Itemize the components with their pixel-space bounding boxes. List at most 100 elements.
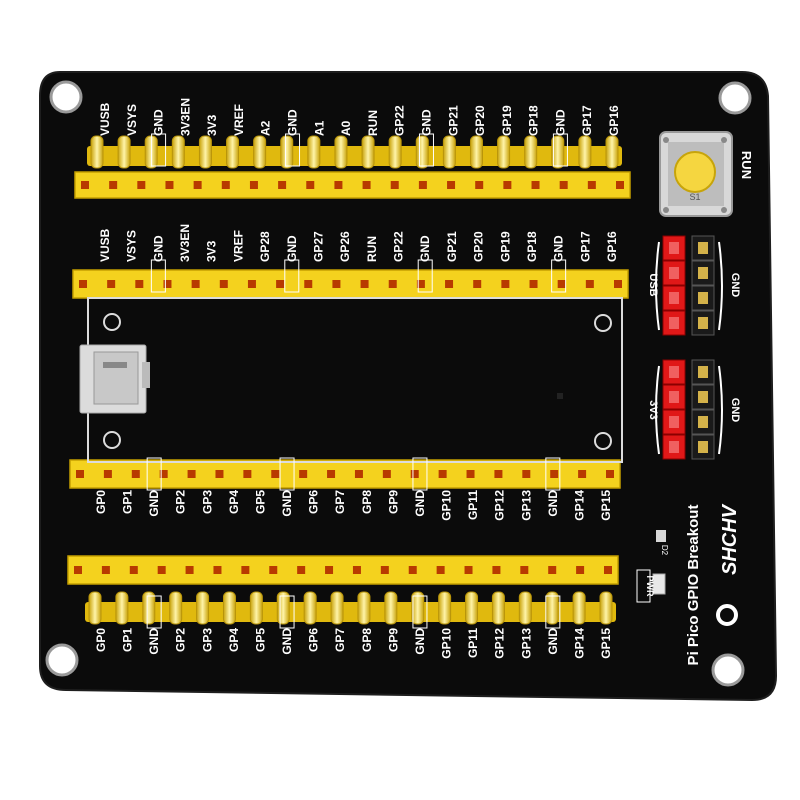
header-socket[interactable] bbox=[135, 280, 144, 288]
header-pin[interactable] bbox=[491, 591, 505, 625]
header-pin[interactable] bbox=[226, 135, 240, 169]
header-pin[interactable] bbox=[253, 135, 267, 169]
header-pin[interactable] bbox=[545, 591, 559, 625]
header-socket[interactable] bbox=[604, 566, 612, 574]
header-socket[interactable] bbox=[548, 566, 557, 574]
header-socket[interactable] bbox=[157, 566, 166, 574]
header-socket[interactable] bbox=[362, 181, 371, 189]
header-socket[interactable] bbox=[76, 470, 84, 478]
header-socket[interactable] bbox=[352, 566, 361, 574]
header-socket[interactable] bbox=[587, 181, 596, 189]
header-pin[interactable] bbox=[442, 135, 456, 169]
header-pin[interactable] bbox=[415, 135, 429, 169]
header-pin[interactable] bbox=[196, 591, 210, 625]
header-socket[interactable] bbox=[550, 470, 559, 478]
header-socket[interactable] bbox=[578, 470, 587, 478]
header-socket[interactable] bbox=[221, 181, 230, 189]
header-pin[interactable] bbox=[551, 135, 565, 169]
header-pin[interactable] bbox=[117, 135, 131, 169]
header-socket[interactable] bbox=[494, 470, 503, 478]
header-pin[interactable] bbox=[303, 591, 317, 625]
header-socket[interactable] bbox=[276, 280, 285, 288]
header-socket[interactable] bbox=[165, 181, 174, 189]
header-socket[interactable] bbox=[271, 470, 280, 478]
header-socket[interactable] bbox=[327, 470, 336, 478]
header-socket[interactable] bbox=[187, 470, 196, 478]
header-socket[interactable] bbox=[380, 566, 389, 574]
header-socket[interactable] bbox=[501, 280, 510, 288]
header-socket[interactable] bbox=[445, 280, 454, 288]
header-pin[interactable] bbox=[334, 135, 348, 169]
header-socket[interactable] bbox=[131, 470, 140, 478]
header-pin[interactable] bbox=[330, 591, 344, 625]
header-socket[interactable] bbox=[129, 566, 138, 574]
header-socket[interactable] bbox=[213, 566, 222, 574]
header-pin[interactable] bbox=[276, 591, 290, 625]
header-pin[interactable] bbox=[578, 135, 592, 169]
header-socket[interactable] bbox=[522, 470, 531, 478]
header-socket[interactable] bbox=[241, 566, 250, 574]
header-socket[interactable] bbox=[332, 280, 341, 288]
header-socket[interactable] bbox=[529, 280, 538, 288]
header-socket[interactable] bbox=[436, 566, 445, 574]
header-pin[interactable] bbox=[307, 135, 321, 169]
header-socket[interactable] bbox=[520, 566, 529, 574]
header-socket[interactable] bbox=[74, 566, 82, 574]
header-socket[interactable] bbox=[616, 181, 624, 189]
header-socket[interactable] bbox=[247, 280, 256, 288]
header-socket[interactable] bbox=[278, 181, 287, 189]
header-pin[interactable] bbox=[524, 135, 538, 169]
run-reset-button[interactable]: S1 RUN bbox=[659, 131, 754, 217]
header-socket[interactable] bbox=[185, 566, 194, 574]
header-socket[interactable] bbox=[492, 566, 501, 574]
header-socket[interactable] bbox=[360, 280, 369, 288]
header-pin[interactable] bbox=[169, 591, 183, 625]
header-socket[interactable] bbox=[447, 181, 456, 189]
header-pin[interactable] bbox=[438, 591, 452, 625]
header-socket[interactable] bbox=[269, 566, 278, 574]
header-socket[interactable] bbox=[159, 470, 168, 478]
header-socket[interactable] bbox=[410, 470, 419, 478]
header-socket[interactable] bbox=[473, 280, 482, 288]
header-pin[interactable] bbox=[198, 135, 212, 169]
header-socket[interactable] bbox=[109, 181, 118, 189]
header-pin[interactable] bbox=[388, 135, 402, 169]
header-socket[interactable] bbox=[382, 470, 391, 478]
header-socket[interactable] bbox=[576, 566, 585, 574]
header-pin[interactable] bbox=[357, 591, 371, 625]
header-socket[interactable] bbox=[191, 280, 200, 288]
button-cap-icon[interactable] bbox=[674, 151, 716, 193]
header-pin[interactable] bbox=[411, 591, 425, 625]
header-socket[interactable] bbox=[79, 280, 87, 288]
header-pin[interactable] bbox=[222, 591, 236, 625]
header-socket[interactable] bbox=[215, 470, 224, 478]
header-pin[interactable] bbox=[361, 135, 375, 169]
header-pin[interactable] bbox=[171, 135, 185, 169]
header-socket[interactable] bbox=[388, 280, 397, 288]
header-pin[interactable] bbox=[518, 591, 532, 625]
header-pin[interactable] bbox=[469, 135, 483, 169]
header-socket[interactable] bbox=[418, 181, 427, 189]
header-socket[interactable] bbox=[299, 470, 308, 478]
header-socket[interactable] bbox=[304, 280, 313, 288]
header-socket[interactable] bbox=[464, 566, 473, 574]
header-pin[interactable] bbox=[115, 591, 129, 625]
header-socket[interactable] bbox=[334, 181, 343, 189]
header-pin[interactable] bbox=[142, 591, 156, 625]
header-pin[interactable] bbox=[465, 591, 479, 625]
header-socket[interactable] bbox=[390, 181, 399, 189]
header-socket[interactable] bbox=[557, 280, 566, 288]
header-socket[interactable] bbox=[614, 280, 622, 288]
header-socket[interactable] bbox=[438, 470, 447, 478]
header-socket[interactable] bbox=[585, 280, 594, 288]
header-socket[interactable] bbox=[219, 280, 228, 288]
header-socket[interactable] bbox=[475, 181, 484, 189]
header-socket[interactable] bbox=[101, 566, 110, 574]
header-pin[interactable] bbox=[384, 591, 398, 625]
header-socket[interactable] bbox=[243, 470, 252, 478]
header-socket[interactable] bbox=[297, 566, 306, 574]
header-socket[interactable] bbox=[466, 470, 475, 478]
header-pin[interactable] bbox=[572, 591, 586, 625]
header-pin[interactable] bbox=[497, 135, 511, 169]
header-socket[interactable] bbox=[163, 280, 172, 288]
